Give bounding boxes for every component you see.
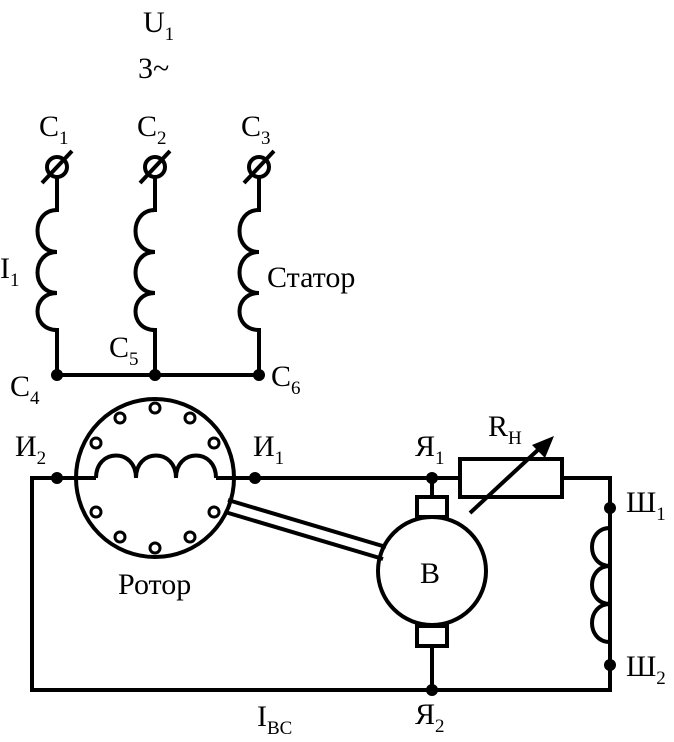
terminal-c6-label: C6 xyxy=(271,360,301,399)
node-c4 xyxy=(51,369,63,381)
node-c6 xyxy=(253,369,265,381)
rotor-symbol xyxy=(74,397,236,559)
node-i2 xyxy=(51,472,63,484)
field-winding xyxy=(590,508,612,665)
excitation-current-label: IВС xyxy=(257,700,292,739)
terminal-c3-label: C3 xyxy=(241,110,271,149)
rotor-label: Ротор xyxy=(118,568,191,601)
terminal-ya2-label: Я2 xyxy=(415,698,445,737)
terminal-sh1-label: Ш1 xyxy=(626,486,666,525)
node-sh1 xyxy=(604,502,616,514)
stator-current-label: I1 xyxy=(0,252,20,291)
left-loop-wire xyxy=(30,476,612,692)
dc-machine-label: B xyxy=(420,557,440,590)
rheostat-symbol xyxy=(458,436,564,515)
rheostat-label: RН xyxy=(488,410,522,449)
terminal-sh2-label: Ш2 xyxy=(626,650,666,689)
terminal-ya1-label: Я1 xyxy=(415,430,445,469)
terminal-i2-label: И2 xyxy=(15,430,46,469)
node-sh2 xyxy=(604,659,616,671)
stator-winding-1 xyxy=(35,177,59,375)
terminal-i1-label: И1 xyxy=(253,430,284,469)
stator-winding-3 xyxy=(237,177,261,375)
supply-phases-label: 3~ xyxy=(138,52,169,85)
node-c5 xyxy=(149,369,161,381)
terminal-c2-label: C2 xyxy=(137,110,167,149)
supply-voltage-label: U1 xyxy=(143,6,174,45)
stator-winding-2 xyxy=(133,177,157,375)
shaft-coupling xyxy=(224,498,387,561)
terminal-c5-label: C5 xyxy=(109,331,139,370)
node-i1 xyxy=(249,472,261,484)
dc-machine-symbol xyxy=(376,478,488,690)
terminal-c1-label: C1 xyxy=(39,110,69,149)
stator-label: Статор xyxy=(267,261,355,294)
terminal-c4-label: C4 xyxy=(10,370,40,409)
